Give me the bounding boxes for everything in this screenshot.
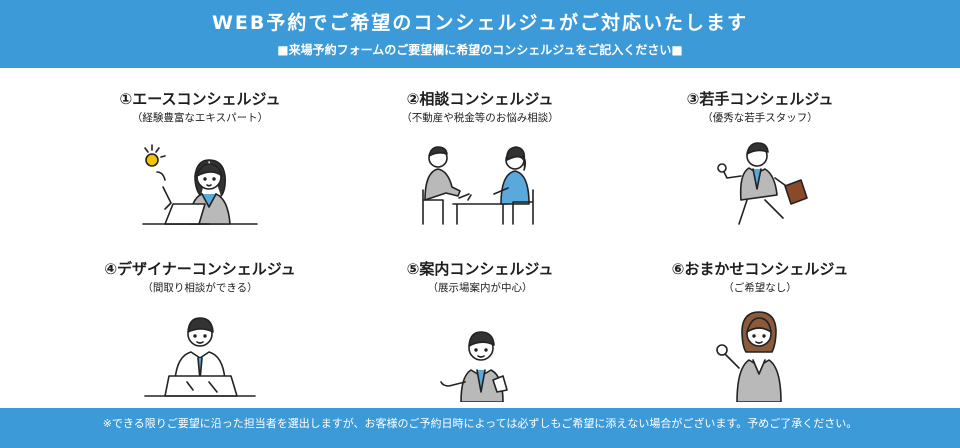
concierge-desc: （不動産や税金等のお悩み相談）: [401, 112, 559, 124]
concierge-name: ⑤案内コンシェルジュ: [406, 260, 554, 278]
concierge-name: ④デザイナーコンシェルジュ: [104, 260, 296, 278]
consultation-meeting-icon: [415, 132, 545, 232]
ok-woman-icon: [695, 302, 825, 402]
page-footer: ※できる限りご要望に沿った担当者を選出しますが、お客様のご予約日時によっては必ず…: [0, 408, 960, 448]
footer-note: ※できる限りご要望に沿った担当者を選出しますが、お客様のご予約日時によっては必ず…: [102, 417, 858, 430]
page-header: WEB予約でご希望のコンシェルジュがご対応いたします ■来場予約フォームのご要望…: [0, 0, 960, 68]
concierge-desc: （優秀な若手スタッフ）: [702, 112, 818, 124]
header-subtitle: ■来場予約フォームのご要望欄に希望のコンシェルジュをご記入ください■: [277, 43, 683, 57]
concierge-grid: ①エースコンシェルジュ （経験豊富なエキスパート）: [0, 68, 960, 408]
concierge-card-ace: ①エースコンシェルジュ （経験豊富なエキスパート）: [40, 68, 360, 238]
concierge-desc: （間取り相談ができる）: [142, 282, 258, 294]
concierge-desc: （経験豊富なエキスパート）: [131, 112, 269, 124]
concierge-name: ①エースコンシェルジュ: [119, 90, 281, 108]
concierge-name: ②相談コンシェルジュ: [406, 90, 554, 108]
concierge-name: ⑥おまかせコンシェルジュ: [671, 260, 849, 278]
concierge-desc: （展示場案内が中心）: [427, 282, 533, 294]
concierge-name: ③若手コンシェルジュ: [686, 90, 834, 108]
concierge-desc: （ご希望なし）: [723, 282, 797, 294]
concierge-card-any: ⑥おまかせコンシェルジュ （ご希望なし）: [600, 238, 920, 408]
running-young-man-icon: [695, 132, 825, 232]
concierge-card-young: ③若手コンシェルジュ （優秀な若手スタッフ）: [600, 68, 920, 238]
concierge-card-consultation: ②相談コンシェルジュ （不動産や税金等のお悩み相談）: [320, 68, 640, 238]
concierge-card-guide: ⑤案内コンシェルジュ （展示場案内が中心）: [320, 238, 640, 408]
designer-drawing-icon: [135, 302, 265, 402]
expert-woman-laptop-icon: [135, 132, 265, 232]
header-title: WEB予約でご希望のコンシェルジュがご対応いたします: [211, 12, 749, 34]
concierge-card-designer: ④デザイナーコンシェルジュ （間取り相談ができる）: [40, 238, 360, 408]
guide-man-icon: [415, 302, 545, 402]
